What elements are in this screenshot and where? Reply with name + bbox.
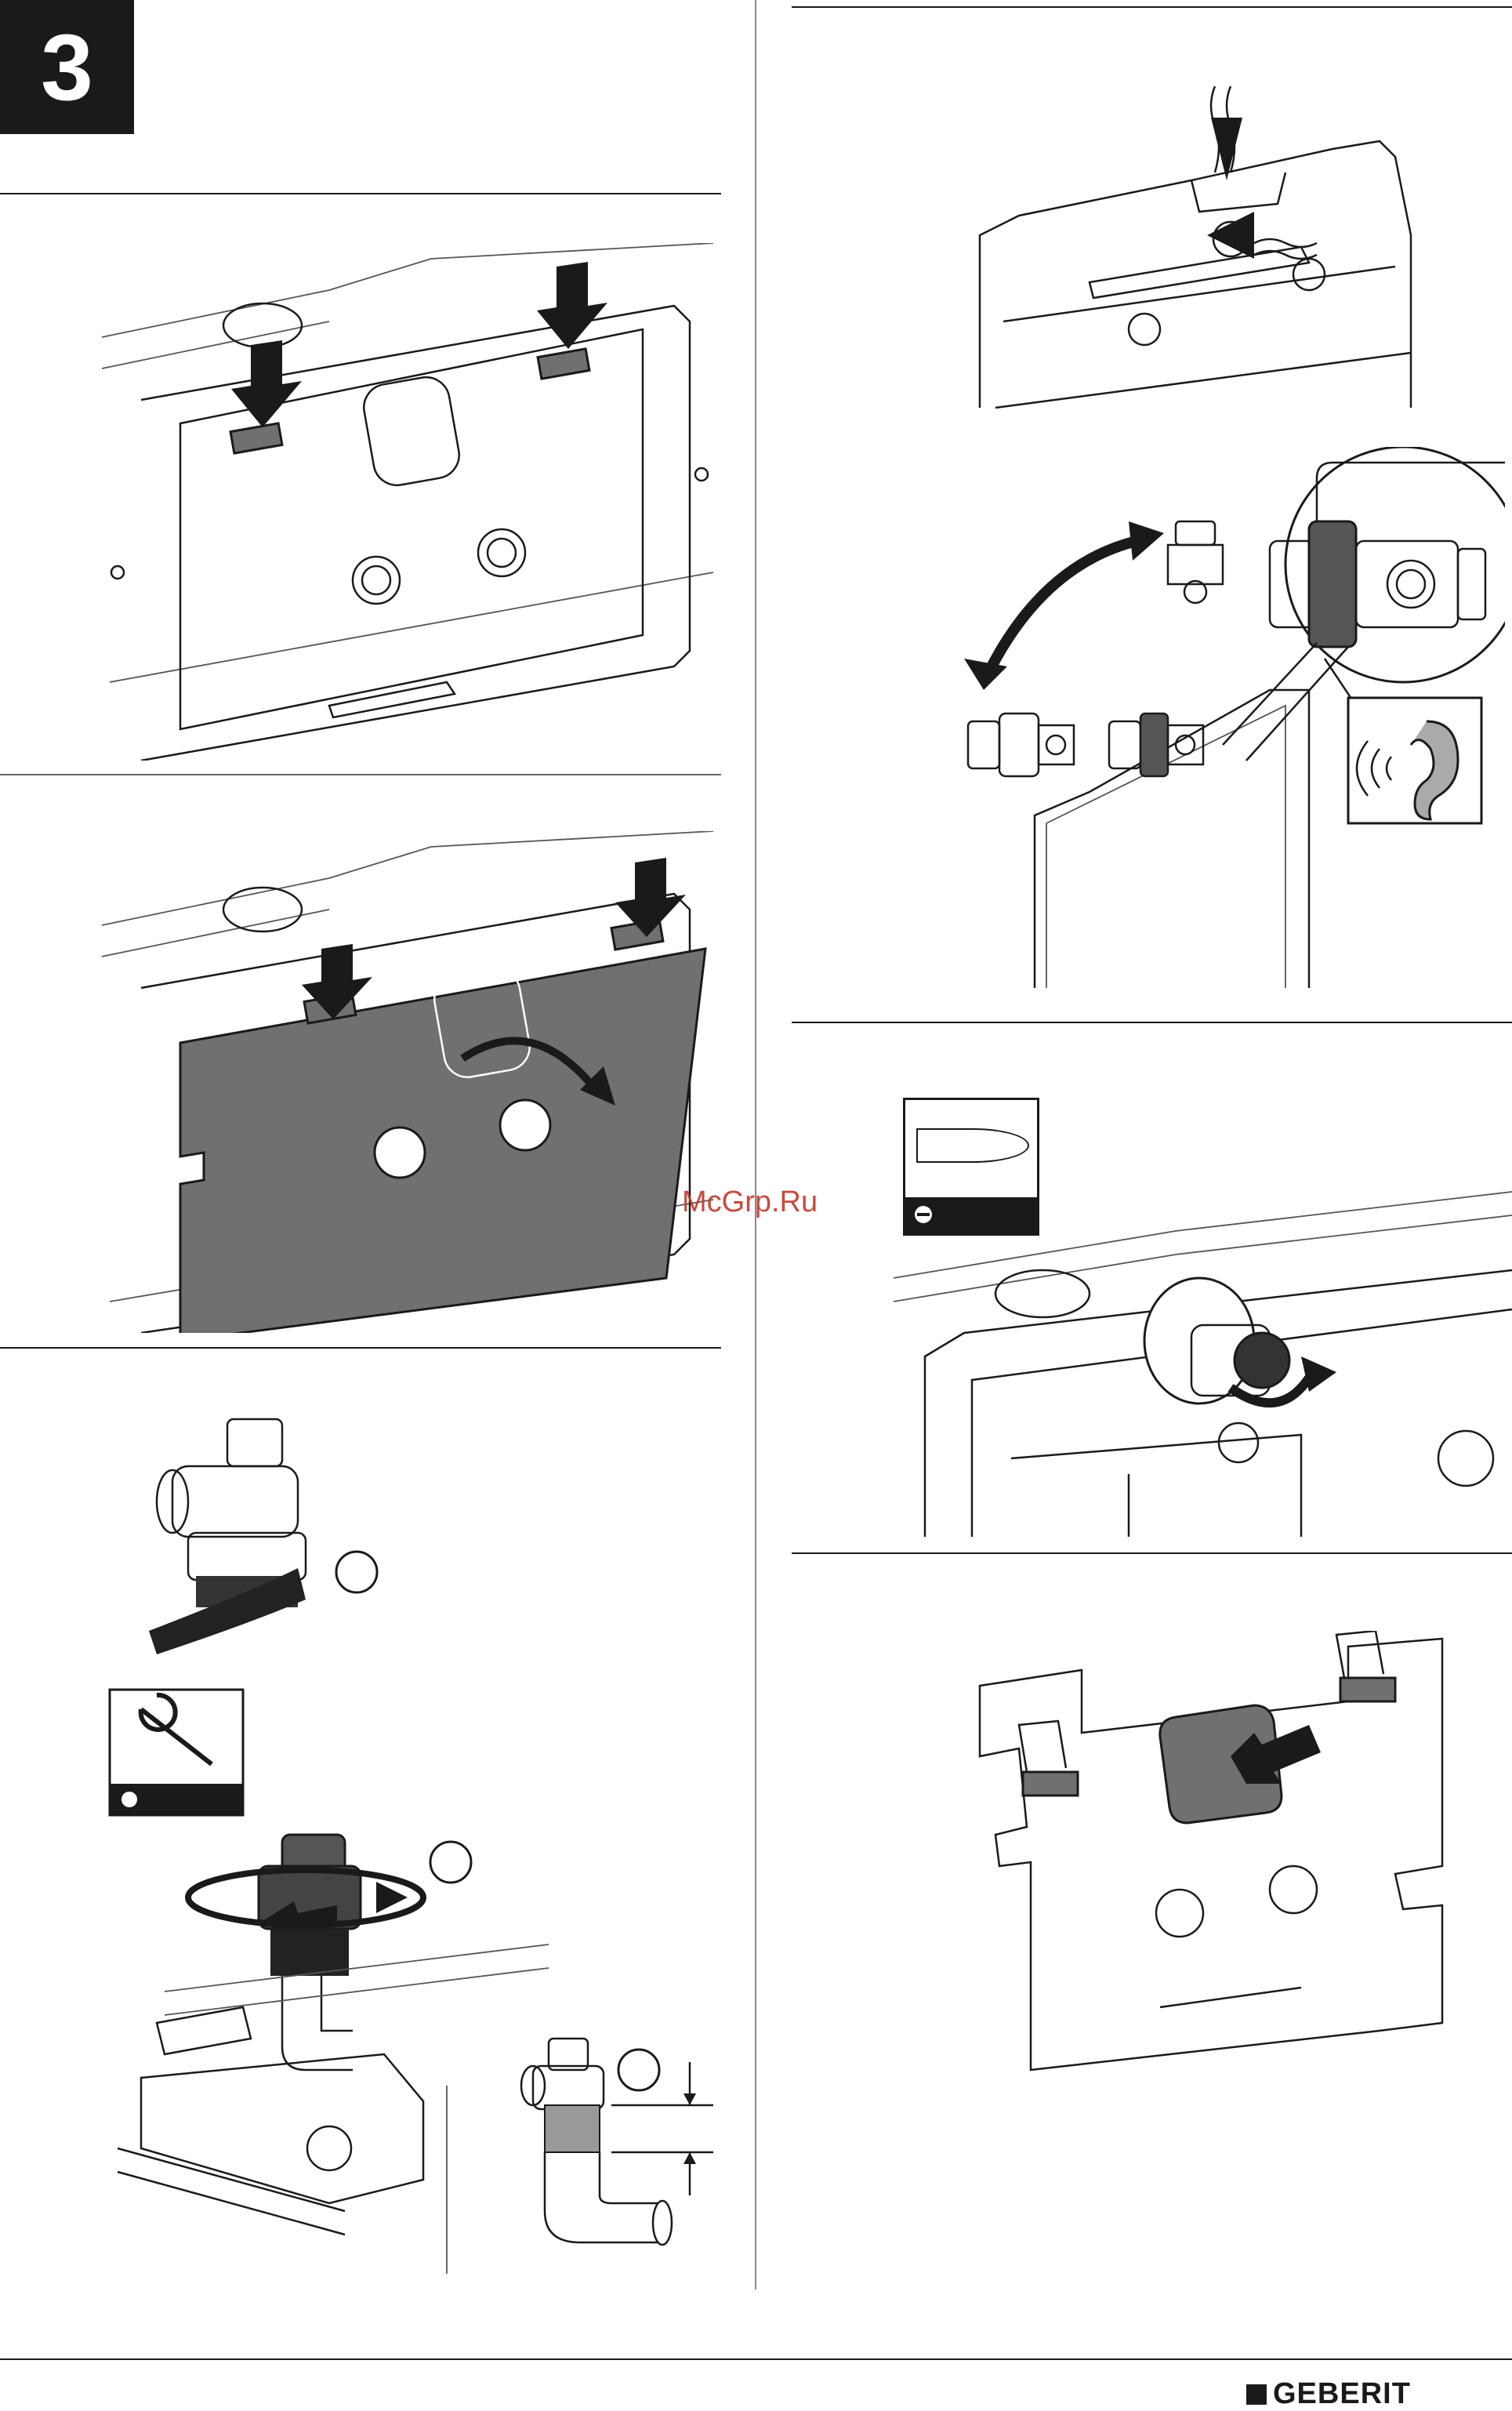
callout-3 [618,2050,659,2090]
illustration-plate-rotate [94,831,721,1333]
illustration-water-inlet [972,86,1427,423]
footer-rule [0,2358,1512,2360]
step-number-badge: 3 [0,0,134,134]
step-number: 3 [41,13,93,122]
divider-right-1 [792,1022,1512,1023]
divider-left-2 [0,774,721,775]
illustration-valve-orientation [941,447,1505,988]
callout-1 [336,1552,377,1592]
watermark-text: McGrp.Ru [682,1186,818,1219]
divider-right-0 [792,6,1512,8]
illustration-valve-assembly [94,1396,721,2289]
divider-left-1 [0,193,721,194]
illustration-plate-clips [94,243,721,761]
brand-name: GEBERIT [1273,2377,1411,2411]
divider-right-2 [792,1552,1512,1554]
illustration-plate-punchout [972,1631,1458,2086]
brand-logo: GEBERIT [1246,2377,1411,2411]
brand-square-mark [1246,2384,1267,2405]
illustration-valve-adjust [894,1176,1512,1537]
callout-2 [430,1842,471,1883]
divider-left-3 [0,1347,721,1349]
column-divider [755,0,756,2289]
